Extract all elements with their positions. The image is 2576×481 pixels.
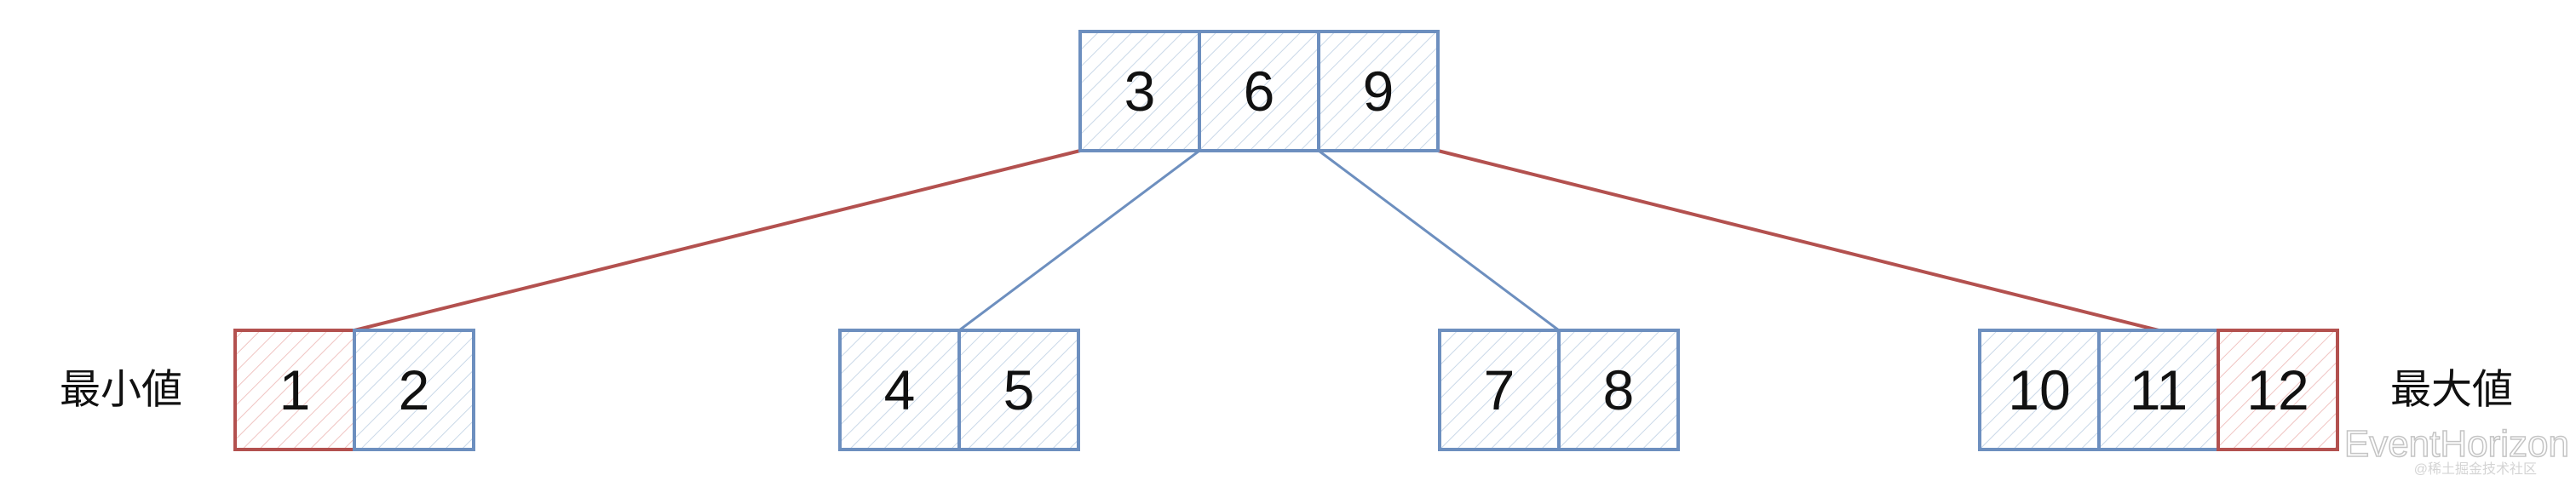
root-key-label: 6 xyxy=(1244,60,1275,123)
edge-root-to-leaf-2 xyxy=(957,149,1201,332)
leaf-key-label: 10 xyxy=(2008,358,2070,421)
max-value-label: 最大値 xyxy=(2390,368,2513,413)
leaf-key-label: 8 xyxy=(1603,358,1635,421)
leaf-key-cell-max: 12 xyxy=(2217,329,2339,451)
leaf-key-label: 4 xyxy=(884,358,916,421)
leaf-key-label: 5 xyxy=(1003,358,1035,421)
root-key-cell: 3 xyxy=(1078,30,1201,152)
edge-root-to-leaf-1 xyxy=(353,149,1082,332)
leaf-node-3: 7 8 xyxy=(1438,329,1680,451)
root-key-label: 3 xyxy=(1124,60,1156,123)
leaf-key-label: 1 xyxy=(279,358,311,421)
min-value-label: 最小値 xyxy=(60,368,182,413)
edge-root-to-leaf-4 xyxy=(1436,149,2160,332)
leaf-key-label: 11 xyxy=(2130,358,2188,421)
leaf-key-cell: 5 xyxy=(957,329,1080,451)
root-key-label: 9 xyxy=(1363,60,1394,123)
root-node: 3 6 9 xyxy=(1078,30,1440,152)
root-key-cell: 9 xyxy=(1317,30,1440,152)
leaf-key-cell: 7 xyxy=(1438,329,1561,451)
leaf-key-cell: 8 xyxy=(1557,329,1680,451)
watermark-text: EventHorizon xyxy=(2344,423,2569,465)
leaf-key-cell: 11 xyxy=(2097,329,2220,451)
root-key-cell: 6 xyxy=(1198,30,1320,152)
leaf-node-1: 1 2 xyxy=(233,329,475,451)
edges xyxy=(353,149,2160,332)
leaf-key-cell: 2 xyxy=(353,329,475,451)
leaf-key-label: 12 xyxy=(2246,358,2309,421)
leaf-key-cell-min: 1 xyxy=(233,329,356,451)
watermark-subtext: @稀土掘金技术社区 xyxy=(2414,461,2537,477)
leaf-key-label: 7 xyxy=(1484,358,1515,421)
edge-root-to-leaf-3 xyxy=(1317,149,1561,332)
leaf-key-label: 2 xyxy=(399,358,430,421)
leaf-key-cell: 4 xyxy=(838,329,961,451)
leaf-node-2: 4 5 xyxy=(838,329,1080,451)
leaf-node-4: 10 11 12 xyxy=(1978,329,2339,451)
leaf-key-cell: 10 xyxy=(1978,329,2101,451)
